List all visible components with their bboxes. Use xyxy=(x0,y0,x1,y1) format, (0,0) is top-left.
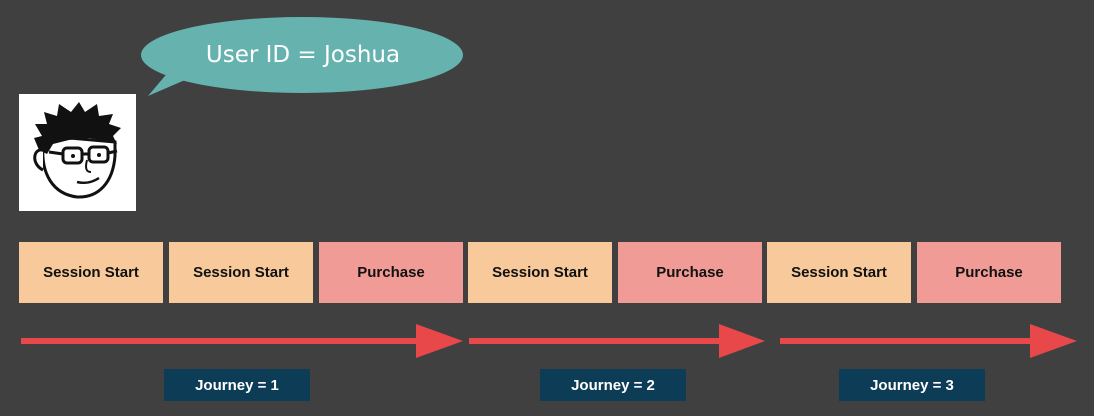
event-label: Purchase xyxy=(357,264,425,281)
event-label: Session Start xyxy=(43,264,139,281)
event-box: Session Start xyxy=(468,242,612,303)
event-label: Session Start xyxy=(791,264,887,281)
journey-arrow xyxy=(21,324,463,358)
event-label: Session Start xyxy=(492,264,588,281)
event-box: Purchase xyxy=(917,242,1061,303)
journey-label: Journey = 2 xyxy=(540,369,686,401)
event-box: Purchase xyxy=(618,242,762,303)
journey-label: Journey = 1 xyxy=(164,369,310,401)
event-label: Session Start xyxy=(193,264,289,281)
event-box: Session Start xyxy=(169,242,313,303)
journey-arrow xyxy=(469,324,765,358)
event-label: Purchase xyxy=(955,264,1023,281)
journey-label: Journey = 3 xyxy=(839,369,985,401)
event-box: Purchase xyxy=(319,242,463,303)
cartoon-man-with-glasses-icon xyxy=(33,102,121,199)
event-box: Session Start xyxy=(19,242,163,303)
speech-bubble: User ID = Joshua xyxy=(0,0,480,110)
journey-arrow xyxy=(780,324,1077,358)
user-avatar xyxy=(19,94,136,211)
event-box: Session Start xyxy=(767,242,911,303)
event-label: Purchase xyxy=(656,264,724,281)
journey-arrows xyxy=(21,324,1077,358)
speech-bubble-shape xyxy=(141,17,463,96)
speech-bubble-text: User ID = Joshua xyxy=(205,42,401,68)
